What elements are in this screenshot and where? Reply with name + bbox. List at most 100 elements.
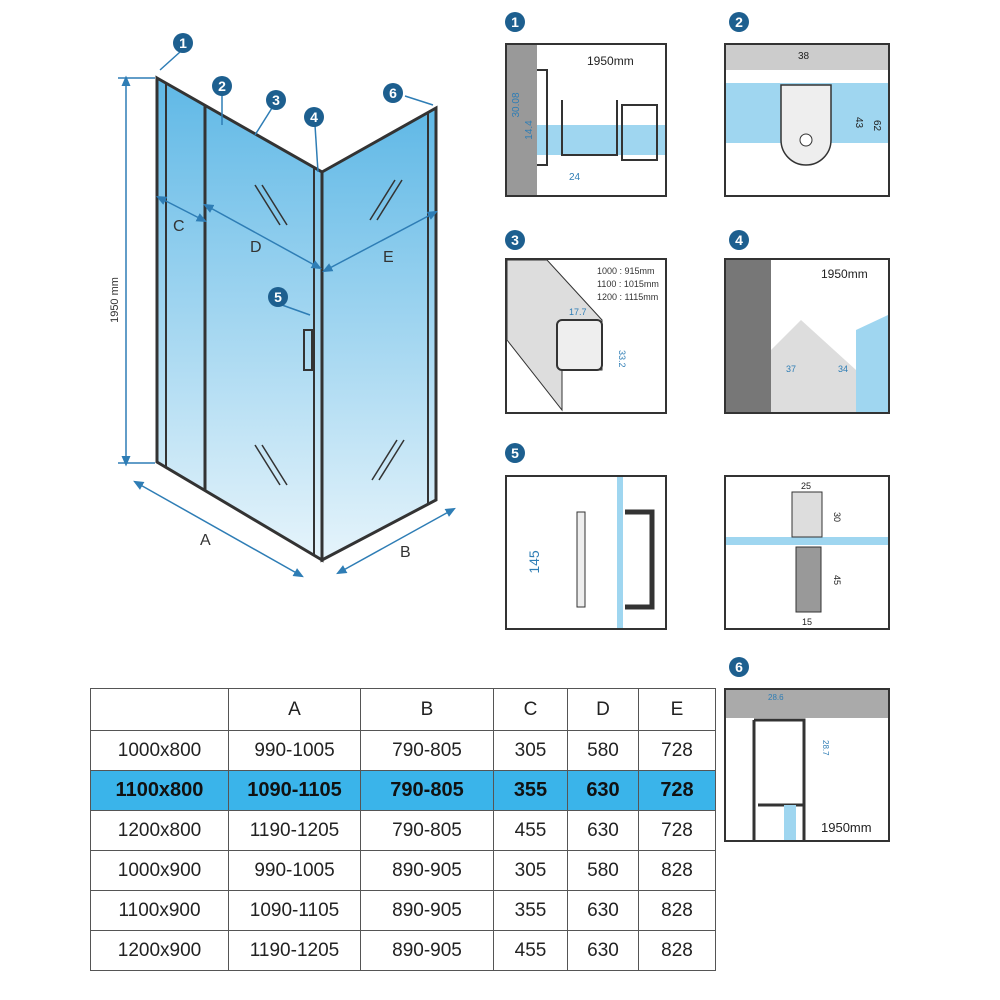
callout-badge-2: 2 [212,76,232,96]
detail-3-width: 17.7 [569,307,587,317]
dimension-cell: 1190-1205 [228,810,361,851]
dimension-cell: 1090-1105 [228,770,361,811]
header-d: D [567,688,639,731]
detail-badge-4: 4 [729,230,749,250]
front-glass-panel [155,75,324,563]
detail-hinge-dim-a: 25 [801,481,811,491]
dimension-cell: 355 [493,890,568,931]
dimension-cell: 990-1005 [228,730,361,771]
shower-enclosure-drawing: 1950 mm A B C D E [109,51,456,578]
dimension-cell: 455 [493,930,568,971]
dimension-cell: 890-905 [360,890,494,931]
detail-1-dim-b: 14.4 [524,120,535,140]
detail-3-height: 33.2 [617,350,627,368]
detail-2-dim-b: 62 [871,120,882,132]
detail-4-corner: 1950mm 37 34 [724,258,890,414]
dim-c-label: C [173,218,185,235]
detail-6-width: 28.6 [768,693,784,702]
header-cell [90,688,229,731]
dimension-cell: 790-805 [360,810,494,851]
detail-hinge-dim-c: 45 [832,575,842,585]
detail-4-dim-b: 34 [838,364,848,374]
header-e: E [638,688,716,731]
callout-badge-1: 1 [173,33,193,53]
dimension-cell: 305 [493,850,568,891]
detail-6-wall-profile: 28.6 28.7 1950mm [724,688,890,842]
dimension-cell: 355 [493,770,568,811]
callout-badge-5: 5 [268,287,288,307]
header-a: A [228,688,361,731]
detail-1-height: 1950mm [587,54,634,68]
dimension-cell: 828 [638,850,716,891]
detail-2-dim-a: 43 [853,117,864,129]
dimension-cell: 630 [567,930,639,971]
detail-hinge-dim-d: 15 [802,617,812,627]
dim-d-label: D [250,239,262,256]
callout-badge-4: 4 [304,107,324,127]
detail-3-size-1200: 1200 : 1115mm [597,292,658,302]
detail-3-size-1100: 1100 : 1015mm [597,279,659,289]
dimension-cell: 580 [567,850,639,891]
detail-6-height: 28.7 [821,740,830,756]
door-handle [303,329,313,371]
detail-badge-6: 6 [729,657,749,677]
detail-badge-2: 2 [729,12,749,32]
dim-b-label: B [400,544,411,561]
detail-badge-3: 3 [505,230,525,250]
detail-5-handle: 145 [505,475,667,630]
table-header-row: A B C D E [90,688,716,731]
dimension-cell: 790-805 [360,770,494,811]
detail-3-top-rail: 1000 : 915mm 1100 : 1015mm 1200 : 1115mm… [505,258,667,414]
callout-badge-3: 3 [266,90,286,110]
dimension-cell: 630 [567,890,639,931]
detail-4-height: 1950mm [821,267,868,281]
size-cell: 1000x800 [90,730,229,771]
header-b: B [360,688,494,731]
size-cell: 1200x800 [90,810,229,851]
dimension-cell: 728 [638,770,716,811]
dimension-cell: 1090-1105 [228,890,361,931]
dimension-cell: 455 [493,810,568,851]
height-label: 1950 mm [109,277,121,323]
detail-1-profile: 1950mm 30.08 14.4 24 [505,43,667,197]
dimension-cell: 828 [638,930,716,971]
detail-badge-1: 1 [505,12,525,32]
size-cell: 1100x800 [90,770,229,811]
detail-4-dim-a: 37 [786,364,796,374]
dimension-cell: 305 [493,730,568,771]
detail-1-dim-a: 30.08 [511,92,522,117]
detail-2-width: 38 [798,51,810,62]
dimension-cell: 630 [567,810,639,851]
detail-3-size-1000: 1000 : 915mm [597,266,655,276]
dim-e-label: E [383,249,394,266]
size-cell: 1200x900 [90,930,229,971]
dimension-cell: 790-805 [360,730,494,771]
detail-1-dim-c: 24 [569,172,581,183]
dimension-cell: 580 [567,730,639,771]
detail-2-pivot: 38 43 62 [724,43,890,197]
detail-5-length: 145 [526,550,542,574]
detail-hinge-dim-b: 30 [832,512,842,522]
dimension-cell: 890-905 [360,930,494,971]
dimension-cell: 630 [567,770,639,811]
dimension-cell: 990-1005 [228,850,361,891]
size-cell: 1000x900 [90,850,229,891]
dimension-cell: 728 [638,730,716,771]
side-glass-panel [320,105,438,563]
dim-a-label: A [200,532,211,549]
dimension-cell: 890-905 [360,850,494,891]
detail-hinge-bottom: 25 30 45 15 [724,475,890,630]
header-c: C [493,688,568,731]
dimension-cell: 1190-1205 [228,930,361,971]
callout-badge-6: 6 [383,83,403,103]
detail-6-overall: 1950mm [821,820,872,835]
size-cell: 1100x900 [90,890,229,931]
dimension-cell: 728 [638,810,716,851]
